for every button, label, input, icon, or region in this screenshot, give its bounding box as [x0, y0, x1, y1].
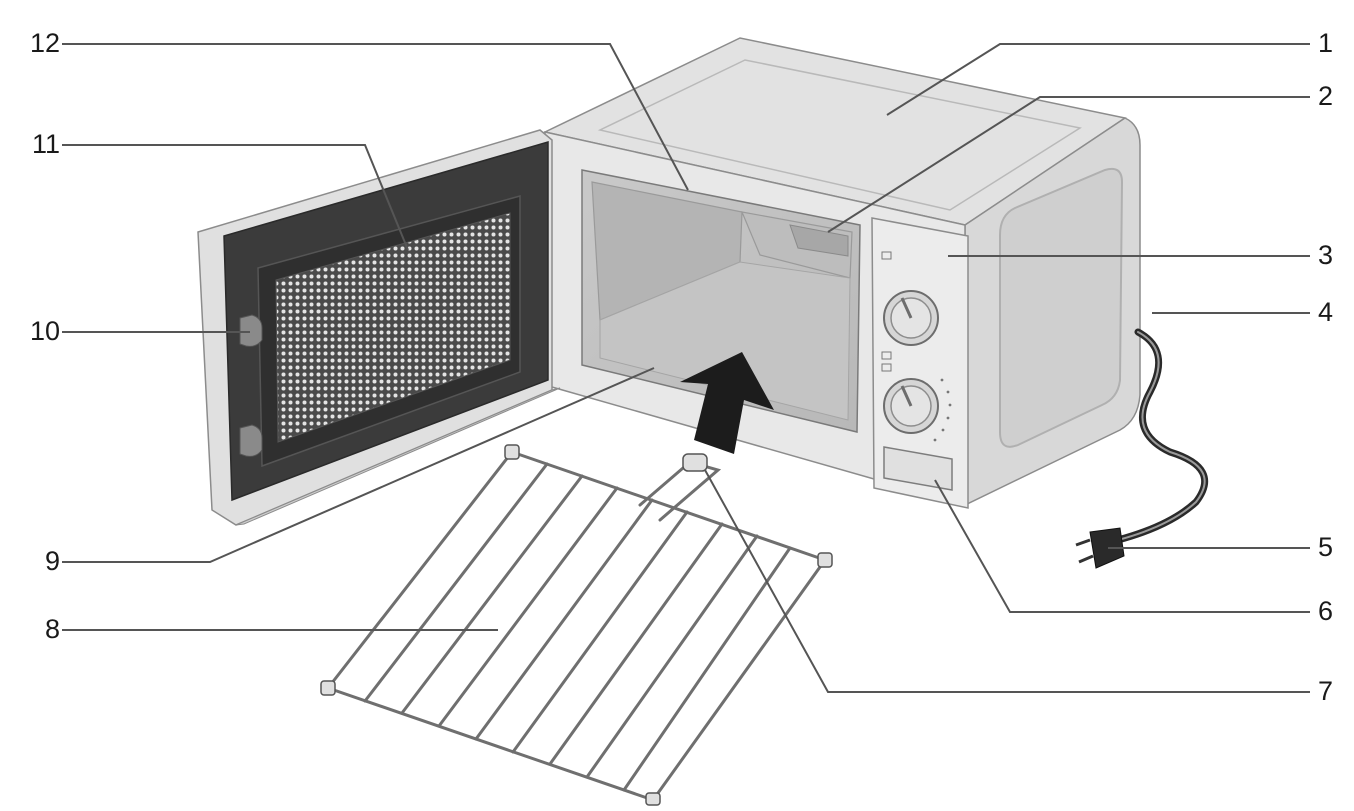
- callout-2: 2: [1318, 81, 1334, 111]
- leader-line-2: [827, 96, 1310, 233]
- leader-line-9: [62, 367, 655, 563]
- callout-3: 3: [1318, 240, 1334, 270]
- callout-6: 6: [1318, 596, 1334, 626]
- leader-line-1: [886, 43, 1310, 116]
- wire-rack: [326, 450, 827, 802]
- leader-line-11: [62, 144, 409, 251]
- rack-end-caps: [320, 444, 833, 806]
- leader-line-12: [62, 43, 689, 191]
- insert-arrow: [680, 352, 774, 454]
- leader-line-6: [934, 479, 1310, 613]
- callout-8: 8: [44, 614, 60, 644]
- callout-1: 1: [1318, 28, 1334, 58]
- callout-9: 9: [44, 546, 60, 576]
- open-door: [197, 129, 561, 526]
- power-cord: [1075, 328, 1209, 569]
- callout-10: 10: [29, 316, 60, 346]
- callout-4: 4: [1318, 297, 1334, 327]
- callout-11: 11: [31, 129, 60, 159]
- microwave-body: [542, 37, 1141, 509]
- callout-5: 5: [1318, 532, 1334, 562]
- leader-line-7: [704, 469, 1310, 693]
- callout-7: 7: [1318, 676, 1334, 706]
- callout-12: 12: [29, 28, 60, 58]
- leader-lines: [62, 43, 1310, 693]
